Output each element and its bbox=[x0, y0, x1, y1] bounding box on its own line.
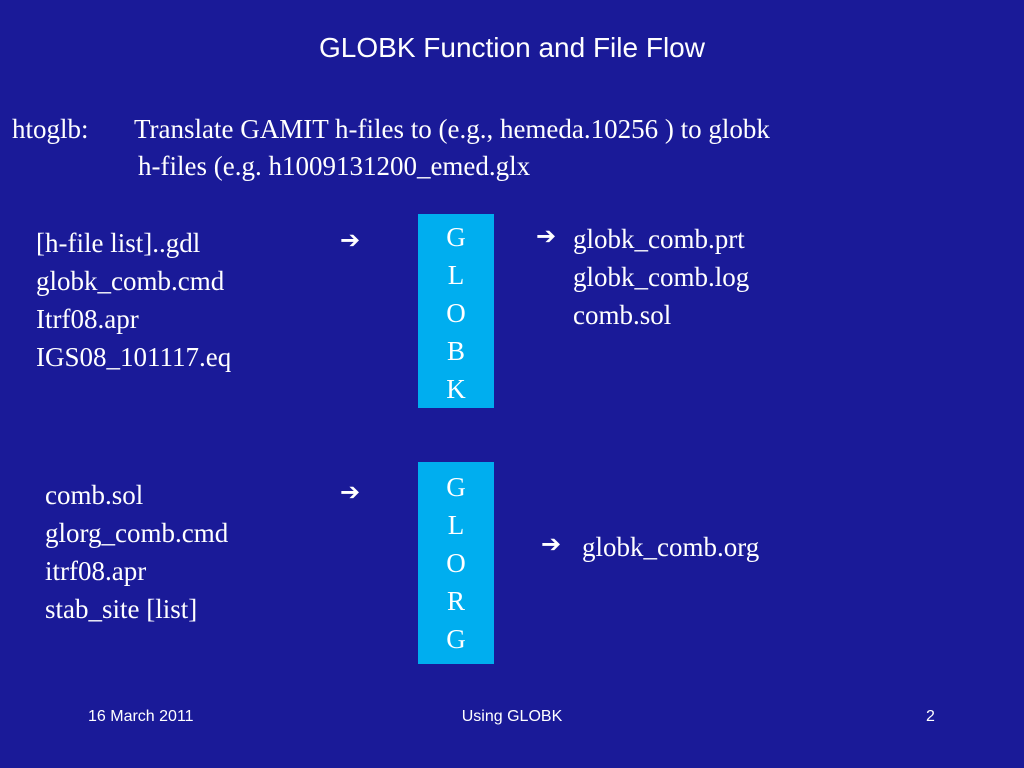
globk-input-item: IGS08_101117.eq bbox=[36, 342, 232, 372]
globk-box-letter: B bbox=[446, 336, 465, 366]
glorg-input-arrow-icon: ➔ bbox=[340, 478, 361, 506]
glorg-input-item: itrf08.apr bbox=[45, 556, 147, 586]
globk-output-arrow-icon: ➔ bbox=[536, 222, 557, 250]
globk-box: G L O B K bbox=[418, 214, 494, 408]
glorg-box-letter: L bbox=[447, 510, 465, 540]
footer-title: Using GLOBK bbox=[461, 708, 563, 725]
globk-output-list: globk_comb.prt globk_comb.log comb.sol bbox=[573, 220, 749, 334]
glorg-box: G L O R G bbox=[418, 462, 494, 664]
globk-box-letter: O bbox=[446, 298, 466, 328]
footer-date: 16 March 2011 bbox=[88, 708, 194, 725]
globk-input-list: [h-file list]..gdl globk_comb.cmd Itrf08… bbox=[36, 224, 231, 376]
htoglb-description-line2: h-files (e.g. h1009131200_emed.glx bbox=[138, 151, 531, 181]
globk-input-item: Itrf08.apr bbox=[36, 304, 139, 334]
globk-box-letter: G bbox=[446, 222, 466, 252]
htoglb-label: htoglb: bbox=[12, 114, 89, 144]
glorg-box-letter: R bbox=[446, 586, 465, 616]
glorg-output: globk_comb.org bbox=[582, 532, 760, 562]
globk-input-item: [h-file list]..gdl bbox=[36, 228, 201, 258]
globk-input-item: globk_comb.cmd bbox=[36, 266, 225, 296]
globk-output-item: comb.sol bbox=[573, 300, 672, 330]
glorg-box-letter: O bbox=[446, 548, 466, 578]
globk-box-letter: K bbox=[446, 374, 466, 404]
glorg-box-letter: G bbox=[446, 472, 466, 502]
globk-input-arrow-icon: ➔ bbox=[340, 226, 361, 254]
htoglb-description-line1: Translate GAMIT h-files to (e.g., hemeda… bbox=[134, 114, 770, 144]
glorg-input-item: comb.sol bbox=[45, 480, 144, 510]
glorg-input-item: stab_site [list] bbox=[45, 594, 198, 624]
globk-output-item: globk_comb.prt bbox=[573, 224, 745, 254]
glorg-input-item: glorg_comb.cmd bbox=[45, 518, 229, 548]
globk-box-letter: L bbox=[447, 260, 465, 290]
globk-output-item: globk_comb.log bbox=[573, 262, 750, 292]
glorg-box-letter: G bbox=[446, 624, 466, 654]
slide-title: GLOBK Function and File Flow bbox=[319, 32, 705, 63]
glorg-input-list: comb.sol glorg_comb.cmd itrf08.apr stab_… bbox=[45, 476, 228, 628]
glorg-output-arrow-icon: ➔ bbox=[541, 530, 562, 558]
footer-page-number: 2 bbox=[926, 708, 935, 725]
